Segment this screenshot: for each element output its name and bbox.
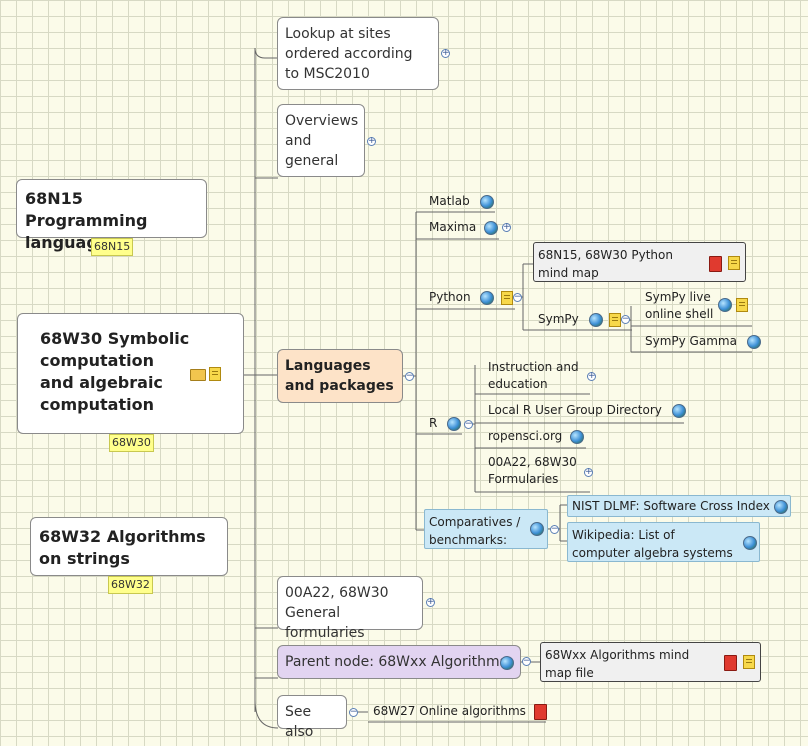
- leaf-r-label: R: [429, 416, 438, 430]
- topic-parent[interactable]: Parent node: 68Wxx Algorithms: [277, 645, 521, 679]
- tag-68w30: 68W30: [109, 434, 154, 452]
- topic-68w32[interactable]: 68W32 Algorithms on strings: [30, 517, 228, 576]
- collapse-comparatives-button[interactable]: −: [550, 524, 559, 534]
- collapse-languages-button[interactable]: −: [405, 371, 414, 381]
- leaf-python[interactable]: Python: [429, 289, 514, 306]
- leaf-online-algorithms[interactable]: 68W27 Online algorithms: [373, 703, 547, 720]
- topic-see-also[interactable]: See also: [277, 695, 347, 740]
- leaf-instruction[interactable]: Instruction and education: [488, 359, 580, 393]
- topic-68n15[interactable]: 68N15 Programming languages: [16, 179, 207, 252]
- leaf-nist-label: NIST DLMF: Software Cross Index: [572, 499, 770, 513]
- leaf-ropensci[interactable]: ropensci.org: [488, 428, 585, 445]
- note-icon[interactable]: [609, 312, 622, 327]
- globe-icon[interactable]: [746, 334, 761, 349]
- topic-68w32-label: 68W32 Algorithms on strings: [39, 527, 206, 568]
- leaf-matlab[interactable]: Matlab: [429, 193, 494, 210]
- topic-68w30[interactable]: 68W30 Symbolic computation and algebraic…: [17, 313, 244, 434]
- collapse-r-button[interactable]: −: [464, 419, 473, 429]
- leaf-python-label: Python: [429, 290, 471, 304]
- globe-icon[interactable]: [479, 194, 494, 209]
- leaf-sympy-live-label: SymPy live online shell: [645, 290, 714, 321]
- leaf-instruction-label: Instruction and education: [488, 360, 579, 391]
- globe-icon[interactable]: [671, 403, 686, 418]
- topic-lookup-label: Lookup at sites ordered according to MSC…: [285, 26, 413, 82]
- leaf-local-r[interactable]: Local R User Group Directory: [488, 402, 686, 419]
- leaf-sympy-gamma[interactable]: SymPy Gamma: [645, 333, 761, 350]
- collapse-sympy-button[interactable]: −: [621, 314, 630, 324]
- expand-formularies-button[interactable]: +: [426, 597, 435, 607]
- pdf-icon[interactable]: [709, 256, 722, 272]
- leaf-local-r-label: Local R User Group Directory: [488, 403, 662, 417]
- topic-languages[interactable]: Languages and packages: [277, 349, 403, 403]
- globe-icon[interactable]: [530, 522, 544, 536]
- topic-see-also-label: See also: [285, 704, 314, 740]
- leaf-nist[interactable]: NIST DLMF: Software Cross Index: [567, 495, 791, 517]
- leaf-sympy-live[interactable]: SymPy live online shell: [645, 289, 719, 323]
- pdf-icon[interactable]: [724, 655, 737, 671]
- expand-r-formularies-button[interactable]: +: [584, 467, 593, 477]
- collapse-see-also-button[interactable]: −: [349, 707, 358, 717]
- collapse-python-button[interactable]: −: [513, 292, 522, 302]
- leaf-python-mind-map-label: 68N15, 68W30 Python mind map: [538, 248, 673, 280]
- globe-icon[interactable]: [743, 536, 757, 550]
- leaf-maxima[interactable]: Maxima: [429, 219, 499, 236]
- leaf-parent-map-label: 68Wxx Algorithms mind map file: [545, 648, 690, 680]
- leaf-sympy-gamma-label: SymPy Gamma: [645, 334, 737, 348]
- leaf-r[interactable]: R: [429, 415, 462, 432]
- topic-overviews[interactable]: Overviews and general: [277, 104, 365, 177]
- topic-formularies-label: 00A22, 68W30 General formularies: [285, 585, 389, 641]
- expand-instruction-button[interactable]: +: [587, 371, 596, 381]
- expand-overviews-button[interactable]: +: [367, 136, 376, 146]
- leaf-r-formularies-label: 00A22, 68W30 Formularies: [488, 455, 577, 486]
- leaf-r-formularies[interactable]: 00A22, 68W30 Formularies: [488, 454, 580, 488]
- leaf-parent-map[interactable]: 68Wxx Algorithms mind map file: [540, 642, 761, 682]
- topic-formularies[interactable]: 00A22, 68W30 General formularies: [277, 576, 423, 641]
- leaf-comparatives[interactable]: Comparatives / benchmarks:: [424, 509, 548, 549]
- tag-68w32: 68W32: [108, 576, 153, 594]
- leaf-sympy[interactable]: SymPy: [538, 311, 622, 328]
- leaf-python-mind-map[interactable]: 68N15, 68W30 Python mind map: [533, 242, 746, 282]
- note-icon[interactable]: [743, 655, 755, 669]
- pdf-icon[interactable]: [533, 703, 547, 720]
- globe-icon[interactable]: [484, 220, 499, 235]
- leaf-wikipedia[interactable]: Wikipedia: List of computer algebra syst…: [567, 522, 760, 562]
- topic-overviews-label: Overviews and general: [285, 113, 359, 169]
- leaf-online-algorithms-label: 68W27 Online algorithms: [373, 704, 526, 718]
- leaf-maxima-label: Maxima: [429, 220, 477, 234]
- globe-icon[interactable]: [480, 290, 495, 305]
- topic-languages-label: Languages and packages: [285, 358, 394, 394]
- topic-parent-label: Parent node: 68Wxx Algorithms: [285, 654, 507, 670]
- leaf-sympy-label: SymPy: [538, 312, 579, 326]
- leaf-comparatives-label: Comparatives / benchmarks:: [429, 515, 521, 547]
- globe-icon[interactable]: [588, 312, 603, 327]
- collapse-parent-button[interactable]: −: [522, 656, 531, 666]
- globe-icon[interactable]: [500, 656, 514, 670]
- leaf-ropensci-label: ropensci.org: [488, 429, 563, 443]
- expand-lookup-button[interactable]: +: [441, 48, 450, 58]
- leaf-wikipedia-label: Wikipedia: List of computer algebra syst…: [572, 528, 733, 560]
- note-icon[interactable]: [736, 298, 748, 312]
- topic-68w30-label: 68W30 Symbolic computation and algebraic…: [40, 329, 190, 414]
- tag-68n15: 68N15: [91, 238, 134, 256]
- topic-lookup[interactable]: Lookup at sites ordered according to MSC…: [277, 17, 439, 90]
- leaf-matlab-label: Matlab: [429, 194, 470, 208]
- expand-maxima-button[interactable]: +: [502, 222, 511, 232]
- folder-icon[interactable]: [190, 369, 206, 381]
- globe-icon[interactable]: [774, 500, 788, 514]
- topic-68n15-label: 68N15 Programming languages: [25, 189, 148, 252]
- globe-icon[interactable]: [718, 298, 732, 312]
- note-icon[interactable]: [209, 367, 221, 381]
- note-icon[interactable]: [728, 256, 740, 270]
- globe-icon[interactable]: [570, 429, 585, 444]
- globe-icon[interactable]: [447, 416, 462, 431]
- note-icon[interactable]: [501, 290, 514, 305]
